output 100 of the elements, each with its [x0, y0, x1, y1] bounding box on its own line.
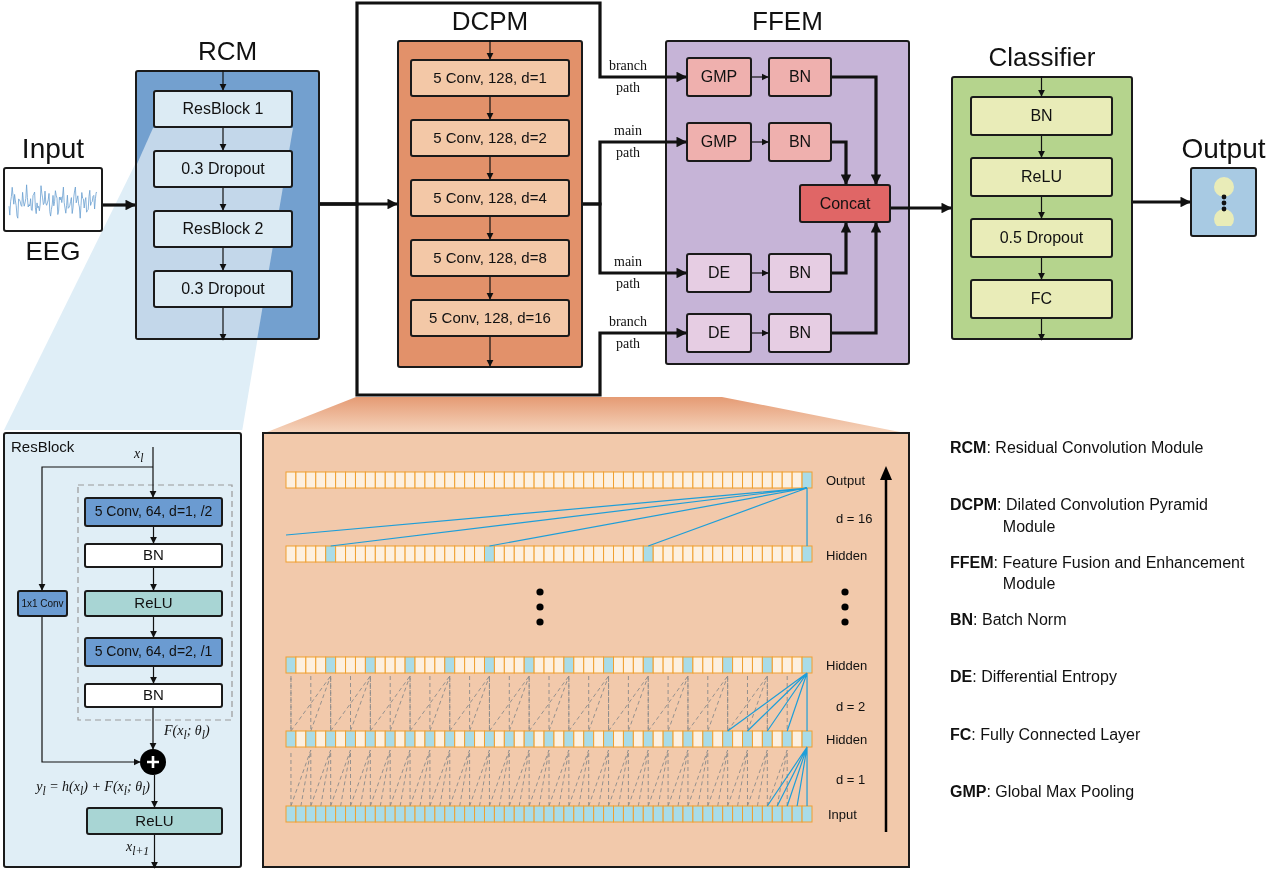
arrow — [219, 187, 227, 211]
arrow — [149, 666, 158, 684]
signal-name: EEG — [24, 238, 82, 264]
row-label: Output — [826, 473, 866, 488]
arrow — [751, 269, 769, 277]
arrow — [486, 336, 494, 367]
arrow — [219, 127, 227, 151]
arrow — [583, 202, 688, 279]
row-label: Input — [828, 807, 857, 822]
module-title: Classifier — [987, 44, 1097, 70]
arrow — [320, 202, 688, 397]
process-box: BN — [84, 543, 223, 568]
process-box: BN — [768, 122, 832, 162]
process-box: 5 Conv, 64, d=2, /1 — [84, 637, 223, 667]
process-box: 5 Conv, 64, d=1, /2 — [84, 497, 223, 527]
arrow — [832, 221, 882, 335]
glossary-entry: FC: Fully Connected Layer — [950, 724, 1142, 745]
edge-label: branch path — [607, 313, 649, 353]
arrow — [891, 202, 953, 214]
process-box: GMP — [686, 122, 752, 162]
module-title: FFEM — [751, 8, 824, 34]
process-box: FC — [970, 279, 1113, 319]
dilation-label: d = 1 — [836, 772, 866, 787]
row-label: Hidden — [826, 658, 868, 673]
edge-label: y$_{l}$ = h(x$_{l}$) + F(x$_{l}$; θ$_{l}$) — [34, 779, 150, 798]
process-box: GMP — [686, 57, 752, 97]
edge-label: main path — [613, 253, 643, 293]
process-box: DE — [686, 253, 752, 293]
arrow — [150, 774, 159, 808]
process-box: 5 Conv, 128, d=2 — [410, 119, 570, 157]
arrow — [1037, 196, 1046, 219]
arrow — [41, 616, 141, 766]
glossary-entry: DCPM: Dilated Convolution Pyramid Module — [950, 495, 1209, 537]
process-box: 0.3 Dropout — [153, 150, 293, 188]
glossary-entry: BN: Batch Norm — [950, 609, 1068, 630]
row-label: Hidden — [826, 732, 868, 747]
arrow — [1037, 257, 1046, 280]
edge-label: x$_{l+1}$ — [126, 839, 150, 858]
process-box: ReLU — [86, 807, 223, 835]
arrow — [1037, 135, 1046, 158]
dilation-label: d = 16 — [836, 511, 873, 526]
process-box: BN — [768, 253, 832, 293]
arrow — [1037, 75, 1046, 97]
arrow — [832, 75, 882, 186]
detail-panel — [3, 432, 242, 868]
arrow — [486, 216, 494, 240]
process-box: BN — [970, 96, 1113, 136]
module-title: Output — [1180, 135, 1267, 163]
arrow — [486, 39, 494, 60]
module-title: DCPM — [450, 8, 530, 34]
arrow — [832, 140, 852, 186]
arrow — [751, 329, 769, 337]
process-box: DE — [686, 313, 752, 353]
arrow — [486, 96, 494, 120]
process-box: 0.3 Dropout — [153, 270, 293, 308]
process-box: 5 Conv, 128, d=16 — [410, 299, 570, 337]
glossary-entry: RCM: Residual Convolution Module — [950, 438, 1205, 458]
process-box: BN — [768, 57, 832, 97]
process-box: ReLU — [970, 157, 1113, 197]
glossary-entry: FFEM: Feature Fusion and Enhancement Module — [950, 552, 1246, 595]
arrow — [486, 276, 494, 300]
arrow — [149, 526, 158, 544]
sum-symbol — [140, 749, 166, 775]
edge-label: x$_{l}$ — [134, 446, 144, 465]
arrow — [486, 156, 494, 180]
arrow — [38, 466, 154, 591]
glossary-entry: GMP: Global Max Pooling — [950, 781, 1136, 802]
panel-title: ResBlock — [11, 438, 75, 455]
process-box: ResBlock 1 — [153, 90, 293, 128]
arrow — [149, 567, 158, 591]
glossary-entry: DE: Differential Entropy — [950, 667, 1118, 688]
arrow — [149, 616, 158, 638]
process-box: BN — [768, 313, 832, 353]
dilation-label: d = 2 — [836, 699, 866, 714]
arrow — [219, 247, 227, 271]
process-box: BN — [84, 683, 223, 708]
arrow — [751, 138, 769, 146]
arrow — [103, 199, 137, 211]
process-box: 5 Conv, 128, d=8 — [410, 239, 570, 277]
module-title: Input — [20, 135, 86, 163]
process-box: ResBlock 2 — [153, 210, 293, 248]
row-label: Hidden — [826, 548, 868, 563]
arrow — [832, 221, 852, 275]
process-box: 0.5 Dropout — [970, 218, 1113, 258]
arrow — [1037, 318, 1046, 341]
edge-label: branch path — [607, 57, 649, 97]
arrow — [219, 69, 227, 91]
arrow — [751, 73, 769, 81]
edge-label: main path — [613, 122, 643, 162]
arrow — [149, 707, 157, 750]
process-box: 1x1 Conv — [17, 590, 68, 617]
edge-label: F(x$_{l}$; θ$_{l}$) — [164, 723, 210, 742]
module-title: RCM — [196, 38, 259, 64]
arrow — [149, 446, 157, 498]
arrow — [219, 307, 227, 341]
process-box: ReLU — [84, 590, 223, 617]
process-box: 5 Conv, 128, d=4 — [410, 179, 570, 217]
arrow — [150, 834, 159, 869]
process-box: Concat — [799, 184, 891, 223]
arrow — [1133, 196, 1192, 208]
